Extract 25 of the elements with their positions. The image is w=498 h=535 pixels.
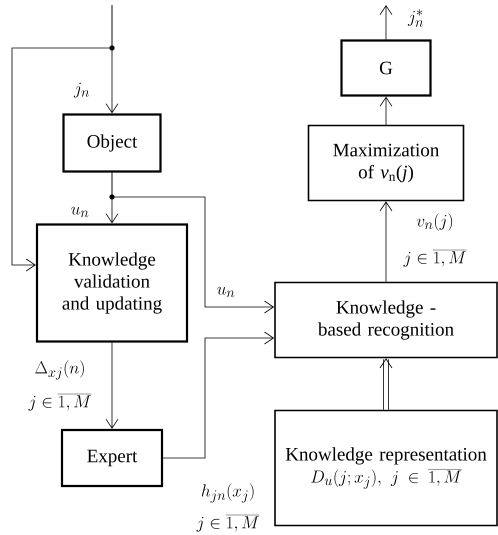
process-box: Maximization of v$_{n}$(j) bbox=[308, 124, 464, 202]
arrow bbox=[12, 4, 112, 272]
arrow bbox=[380, 96, 392, 126]
arrow bbox=[380, 201, 392, 282]
arrow bbox=[380, 5, 392, 40]
arrow bbox=[380, 358, 392, 410]
arrow bbox=[162, 332, 274, 458]
range-label: $j\in\overline{1,M}$ bbox=[403, 250, 466, 267]
process-box: Expert bbox=[60, 428, 164, 488]
process-box: Object bbox=[62, 113, 162, 173]
process-box: Knowledge - based recognition bbox=[274, 282, 498, 358]
edge-label: $j_n^*$ bbox=[408, 9, 424, 27]
edge-label: $\Delta_{xj}(n)$ bbox=[35, 360, 84, 380]
process-box: Knowledge representation $D_u(j;x_j),\ j\in\overline{1,M}$ bbox=[274, 410, 498, 526]
range-label: $j\in\overline{1,M}$ bbox=[196, 515, 260, 532]
process-box: Knowledge validation and updating bbox=[36, 223, 188, 343]
process-box: G bbox=[340, 39, 432, 97]
edge-label: $j_n$ bbox=[74, 82, 90, 98]
arrow bbox=[112, 172, 274, 314]
edge-label: $h_{jn}(x_j)$ bbox=[202, 483, 254, 503]
edge-label: $u_n$ bbox=[71, 206, 88, 218]
arrow bbox=[106, 342, 118, 429]
range-label: $j\in\overline{1,M}$ bbox=[28, 394, 92, 411]
edge-label: $v_n(j)$ bbox=[416, 213, 452, 231]
edge-label: $u_n$ bbox=[217, 286, 234, 298]
